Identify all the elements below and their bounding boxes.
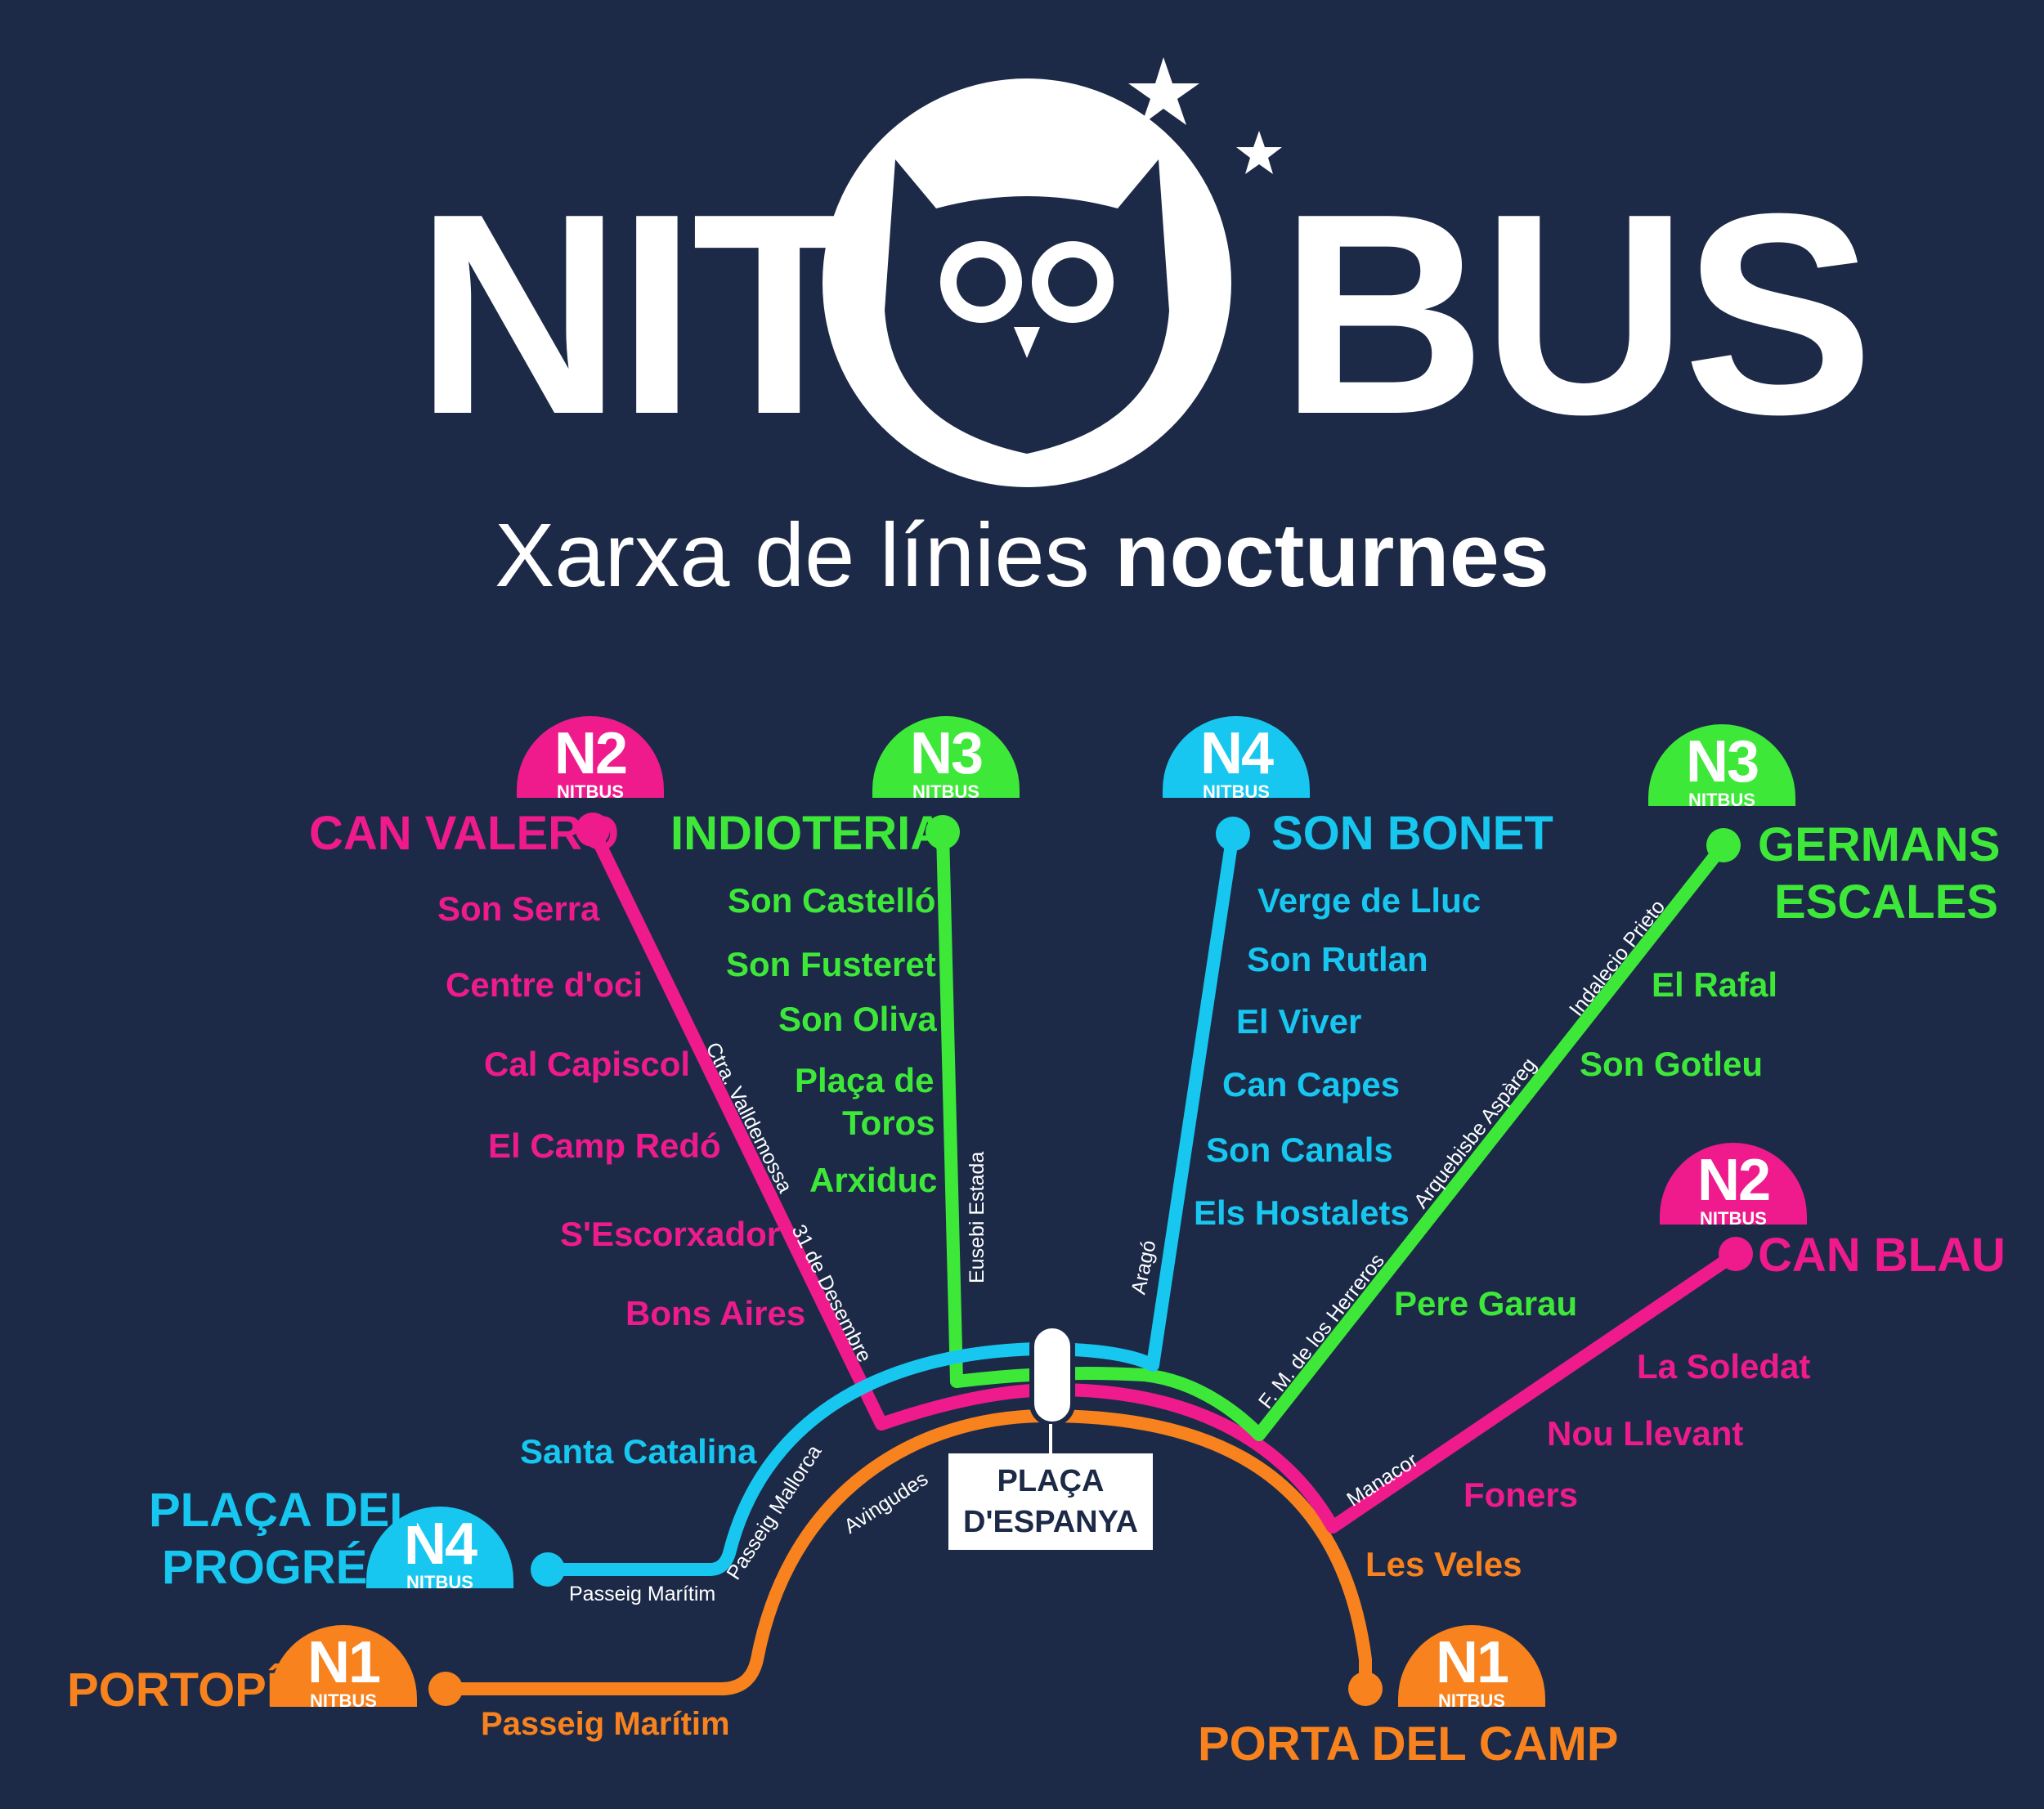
stop-son-rutlan: Son Rutlan: [1247, 940, 1428, 978]
owl-moon-stars-icon: [823, 57, 1282, 487]
badge-n2-can-valero: N2 NITBUS: [517, 716, 664, 802]
street-eusebi-estada: Eusebi Estada: [966, 1151, 988, 1283]
logo-text-nit: NIT: [415, 154, 867, 474]
terminal-dot-can-valero: [576, 813, 610, 847]
stop-placa-de: Plaça de: [795, 1061, 935, 1099]
stop-les-veles: Les Veles: [1365, 1545, 1522, 1583]
badge-brand: NITBUS: [406, 1572, 473, 1592]
badge-n4-son-bonet: N4 NITBUS: [1163, 716, 1310, 802]
terminal-indioteria: INDIOTERIA: [670, 807, 945, 860]
terminal-portopi: PORTOPÍ: [67, 1663, 280, 1717]
stop-el-viver: El Viver: [1236, 1002, 1362, 1041]
stop-nou-llevant: Nou Llevant: [1547, 1414, 1744, 1453]
badge-code: N3: [1685, 729, 1759, 795]
badge-brand: NITBUS: [912, 781, 979, 802]
hub-pill: [1029, 1323, 1075, 1426]
stop-centre-doci: Centre d'oci: [446, 965, 643, 1004]
badge-n3-germans-escales: N3 NITBUS: [1648, 724, 1795, 810]
badge-brand: NITBUS: [1688, 790, 1755, 810]
terminal-dot-placa-del-progres: [531, 1552, 565, 1587]
stop-el-rafal: El Rafal: [1652, 965, 1778, 1004]
stop-verge-de-lluc: Verge de Lluc: [1257, 881, 1481, 920]
stop-santa-catalina: Santa Catalina: [520, 1432, 757, 1471]
badge-code: N2: [1697, 1148, 1771, 1213]
badge-brand: NITBUS: [1203, 781, 1270, 802]
stop-son-fusteret: Son Fusteret: [726, 945, 936, 983]
badge-code: N2: [554, 721, 628, 786]
hub-label-line2: D'ESPANYA: [963, 1505, 1138, 1539]
terminal-germans-escales-1: GERMANS: [1758, 818, 2001, 871]
stop-la-soledat: La Soledat: [1637, 1347, 1811, 1386]
terminal-can-blau: CAN BLAU: [1758, 1229, 2006, 1282]
badge-code: N4: [1199, 721, 1274, 786]
terminal-dot-indioteria: [926, 815, 960, 849]
badge-brand: NITBUS: [310, 1690, 377, 1711]
stop-son-canals: Son Canals: [1206, 1131, 1393, 1169]
badge-n1-portopi: N1 NITBUS: [270, 1625, 417, 1711]
route-n4-son-bonet-line: [541, 827, 1239, 1576]
hub-label-line1: PLAÇA: [997, 1464, 1105, 1498]
stop-pere-garau: Pere Garau: [1394, 1284, 1578, 1323]
terminal-dot-porta-del-camp: [1348, 1672, 1383, 1706]
street-passeig-maritim-n4: Passeig Marítim: [569, 1583, 716, 1605]
stop-els-hostalets: Els Hostalets: [1194, 1193, 1410, 1232]
badge-n4-placa-del-progres: N4 NITBUS: [366, 1507, 513, 1592]
street-passeig-maritim-n1: Passeig Marítim: [481, 1706, 730, 1742]
stop-cal-capiscol: Cal Capiscol: [484, 1045, 691, 1083]
stop-son-serra: Son Serra: [437, 889, 600, 928]
badge-n3-indioteria: N3 NITBUS: [872, 716, 1020, 802]
stop-bons-aires: Bons Aires: [625, 1294, 806, 1332]
badge-brand: NITBUS: [1438, 1690, 1505, 1711]
terminal-placa-del-progres-1: PLAÇA DEL: [149, 1484, 419, 1537]
badge-n2-can-blau: N2 NITBUS: [1660, 1143, 1807, 1229]
badge-code: N1: [307, 1630, 381, 1695]
route-n3-indioteria-line: [936, 826, 1730, 1441]
hub-placa-despanya: PLAÇA D'ESPANYA: [948, 1453, 1153, 1550]
stop-el-camp-redo: El Camp Redó: [488, 1126, 721, 1165]
terminal-dot-germans-escales: [1706, 828, 1741, 862]
stop-foners: Foners: [1464, 1475, 1579, 1514]
route-n2-can-valero-line: [586, 823, 1742, 1534]
stop-toros: Toros: [842, 1104, 935, 1142]
badge-code: N1: [1435, 1630, 1509, 1695]
stop-son-castello: Son Castelló: [728, 881, 936, 920]
terminal-dot-son-bonet: [1216, 817, 1250, 851]
subtitle: Xarxa de línies nocturnes: [311, 490, 1733, 621]
stop-sescorxador: S'Escorxador: [560, 1215, 781, 1253]
terminal-son-bonet: SON BONET: [1271, 807, 1553, 860]
terminal-dot-can-blau: [1719, 1237, 1753, 1271]
logo-text-bus: BUS: [1280, 154, 1874, 474]
terminal-can-valero: CAN VALERO: [309, 807, 620, 860]
badge-brand: NITBUS: [557, 781, 624, 802]
badge-n1-porta-del-camp: N1 NITBUS: [1398, 1625, 1545, 1711]
badge-code: N3: [909, 721, 984, 786]
subtitle-light: Xarxa de línies: [495, 505, 1090, 606]
badge-brand: NITBUS: [1700, 1208, 1767, 1229]
stop-arxiduc: Arxiduc: [809, 1161, 938, 1199]
terminal-germans-escales-2: ESCALES: [1774, 875, 1998, 929]
stop-son-gotleu: Son Gotleu: [1580, 1045, 1763, 1083]
subtitle-bold: nocturnes: [1114, 505, 1549, 606]
stop-can-capes: Can Capes: [1222, 1065, 1401, 1104]
stop-son-oliva: Son Oliva: [778, 1000, 937, 1038]
terminal-placa-del-progres-2: PROGRÉS: [162, 1541, 400, 1594]
terminal-porta-del-camp: PORTA DEL CAMP: [1198, 1717, 1619, 1771]
terminal-dot-portopi: [428, 1672, 463, 1706]
route-n1-portopi-line: [439, 1409, 1372, 1695]
badge-code: N4: [403, 1511, 477, 1577]
